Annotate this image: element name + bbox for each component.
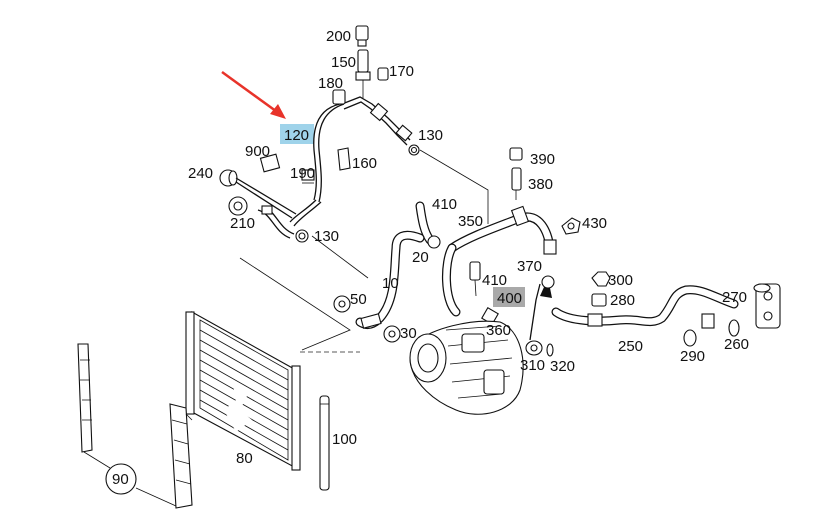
label-100[interactable]: 100 bbox=[332, 431, 357, 448]
side-bracket-90-left[interactable] bbox=[77, 343, 93, 453]
label-130-left[interactable]: 130 bbox=[314, 228, 339, 245]
label-280[interactable]: 280 bbox=[610, 292, 635, 309]
label-150[interactable]: 150 bbox=[331, 54, 356, 71]
label-410-upper[interactable]: 410 bbox=[432, 196, 457, 213]
label-200[interactable]: 200 bbox=[326, 28, 351, 45]
label-20[interactable]: 20 bbox=[412, 249, 429, 266]
label-250[interactable]: 250 bbox=[618, 338, 643, 355]
cap-240[interactable] bbox=[219, 169, 297, 219]
label-210[interactable]: 210 bbox=[230, 215, 255, 232]
hose-350[interactable] bbox=[441, 205, 557, 317]
condenser-80[interactable] bbox=[185, 311, 301, 471]
seal-50[interactable] bbox=[333, 295, 351, 313]
pipe-370[interactable] bbox=[529, 275, 555, 341]
label-400[interactable]: 400 bbox=[497, 290, 522, 307]
label-80[interactable]: 80 bbox=[236, 450, 253, 467]
part-400-highlight bbox=[493, 287, 525, 307]
nut-280[interactable] bbox=[591, 293, 607, 307]
label-430[interactable]: 430 bbox=[582, 215, 607, 232]
label-30[interactable]: 30 bbox=[400, 325, 417, 342]
label-270[interactable]: 270 bbox=[722, 289, 747, 306]
drier-cartridge-100[interactable] bbox=[319, 395, 330, 491]
pipe-410-upper[interactable] bbox=[415, 201, 441, 249]
seal-310[interactable] bbox=[525, 340, 543, 356]
label-180[interactable]: 180 bbox=[318, 75, 343, 92]
label-410-lower[interactable]: 410 bbox=[482, 272, 507, 289]
pointer-arrow-icon bbox=[221, 70, 286, 119]
callout-90-circle bbox=[105, 463, 137, 495]
label-120[interactable]: 120 bbox=[284, 127, 309, 144]
label-370[interactable]: 370 bbox=[517, 258, 542, 275]
bracket-190[interactable] bbox=[301, 169, 315, 184]
label-90[interactable]: 90 bbox=[112, 471, 129, 488]
label-300[interactable]: 300 bbox=[608, 272, 633, 289]
hose-line-120[interactable] bbox=[289, 96, 413, 227]
seal-290[interactable] bbox=[683, 329, 697, 347]
label-390[interactable]: 390 bbox=[530, 151, 555, 168]
hose-10[interactable] bbox=[355, 230, 425, 330]
label-260[interactable]: 260 bbox=[724, 336, 749, 353]
bracket-430[interactable] bbox=[561, 217, 581, 235]
part-120-highlight bbox=[280, 124, 314, 144]
label-310[interactable]: 310 bbox=[520, 357, 545, 374]
cap-390[interactable] bbox=[509, 147, 523, 161]
seal-ring-130-left[interactable] bbox=[295, 229, 309, 243]
seal-30[interactable] bbox=[383, 325, 401, 343]
label-130-right[interactable]: 130 bbox=[418, 127, 443, 144]
seal-260[interactable] bbox=[728, 319, 740, 337]
nut-300[interactable] bbox=[591, 271, 611, 287]
label-350[interactable]: 350 bbox=[458, 213, 483, 230]
label-160[interactable]: 160 bbox=[352, 155, 377, 172]
valve-150[interactable] bbox=[355, 49, 371, 98]
expansion-valve[interactable] bbox=[753, 283, 781, 329]
seal-900[interactable] bbox=[259, 153, 281, 173]
label-320[interactable]: 320 bbox=[550, 358, 575, 375]
valve-380[interactable] bbox=[511, 167, 522, 200]
label-380[interactable]: 380 bbox=[528, 176, 553, 193]
label-360[interactable]: 360 bbox=[486, 322, 511, 339]
seal-320[interactable] bbox=[546, 343, 554, 357]
label-900[interactable]: 900 bbox=[245, 143, 270, 160]
label-190[interactable]: 190 bbox=[290, 165, 315, 182]
pipe-210[interactable] bbox=[228, 196, 295, 239]
bracket-270[interactable] bbox=[701, 313, 715, 329]
label-290[interactable]: 290 bbox=[680, 348, 705, 365]
pressure-switch-200[interactable] bbox=[355, 25, 369, 47]
side-bracket-90-right[interactable] bbox=[169, 403, 193, 509]
fitting-410-lower[interactable] bbox=[469, 261, 481, 297]
label-240[interactable]: 240 bbox=[188, 165, 213, 182]
label-170[interactable]: 170 bbox=[389, 63, 414, 80]
seal-ring-130-right[interactable] bbox=[408, 144, 420, 156]
connector-180[interactable] bbox=[332, 89, 346, 105]
pipe-250[interactable] bbox=[551, 285, 739, 327]
clip-160[interactable] bbox=[337, 147, 351, 171]
label-50[interactable]: 50 bbox=[350, 291, 367, 308]
cap-170[interactable] bbox=[377, 67, 389, 81]
label-10[interactable]: 10 bbox=[382, 275, 399, 292]
ac-compressor[interactable] bbox=[409, 320, 524, 415]
